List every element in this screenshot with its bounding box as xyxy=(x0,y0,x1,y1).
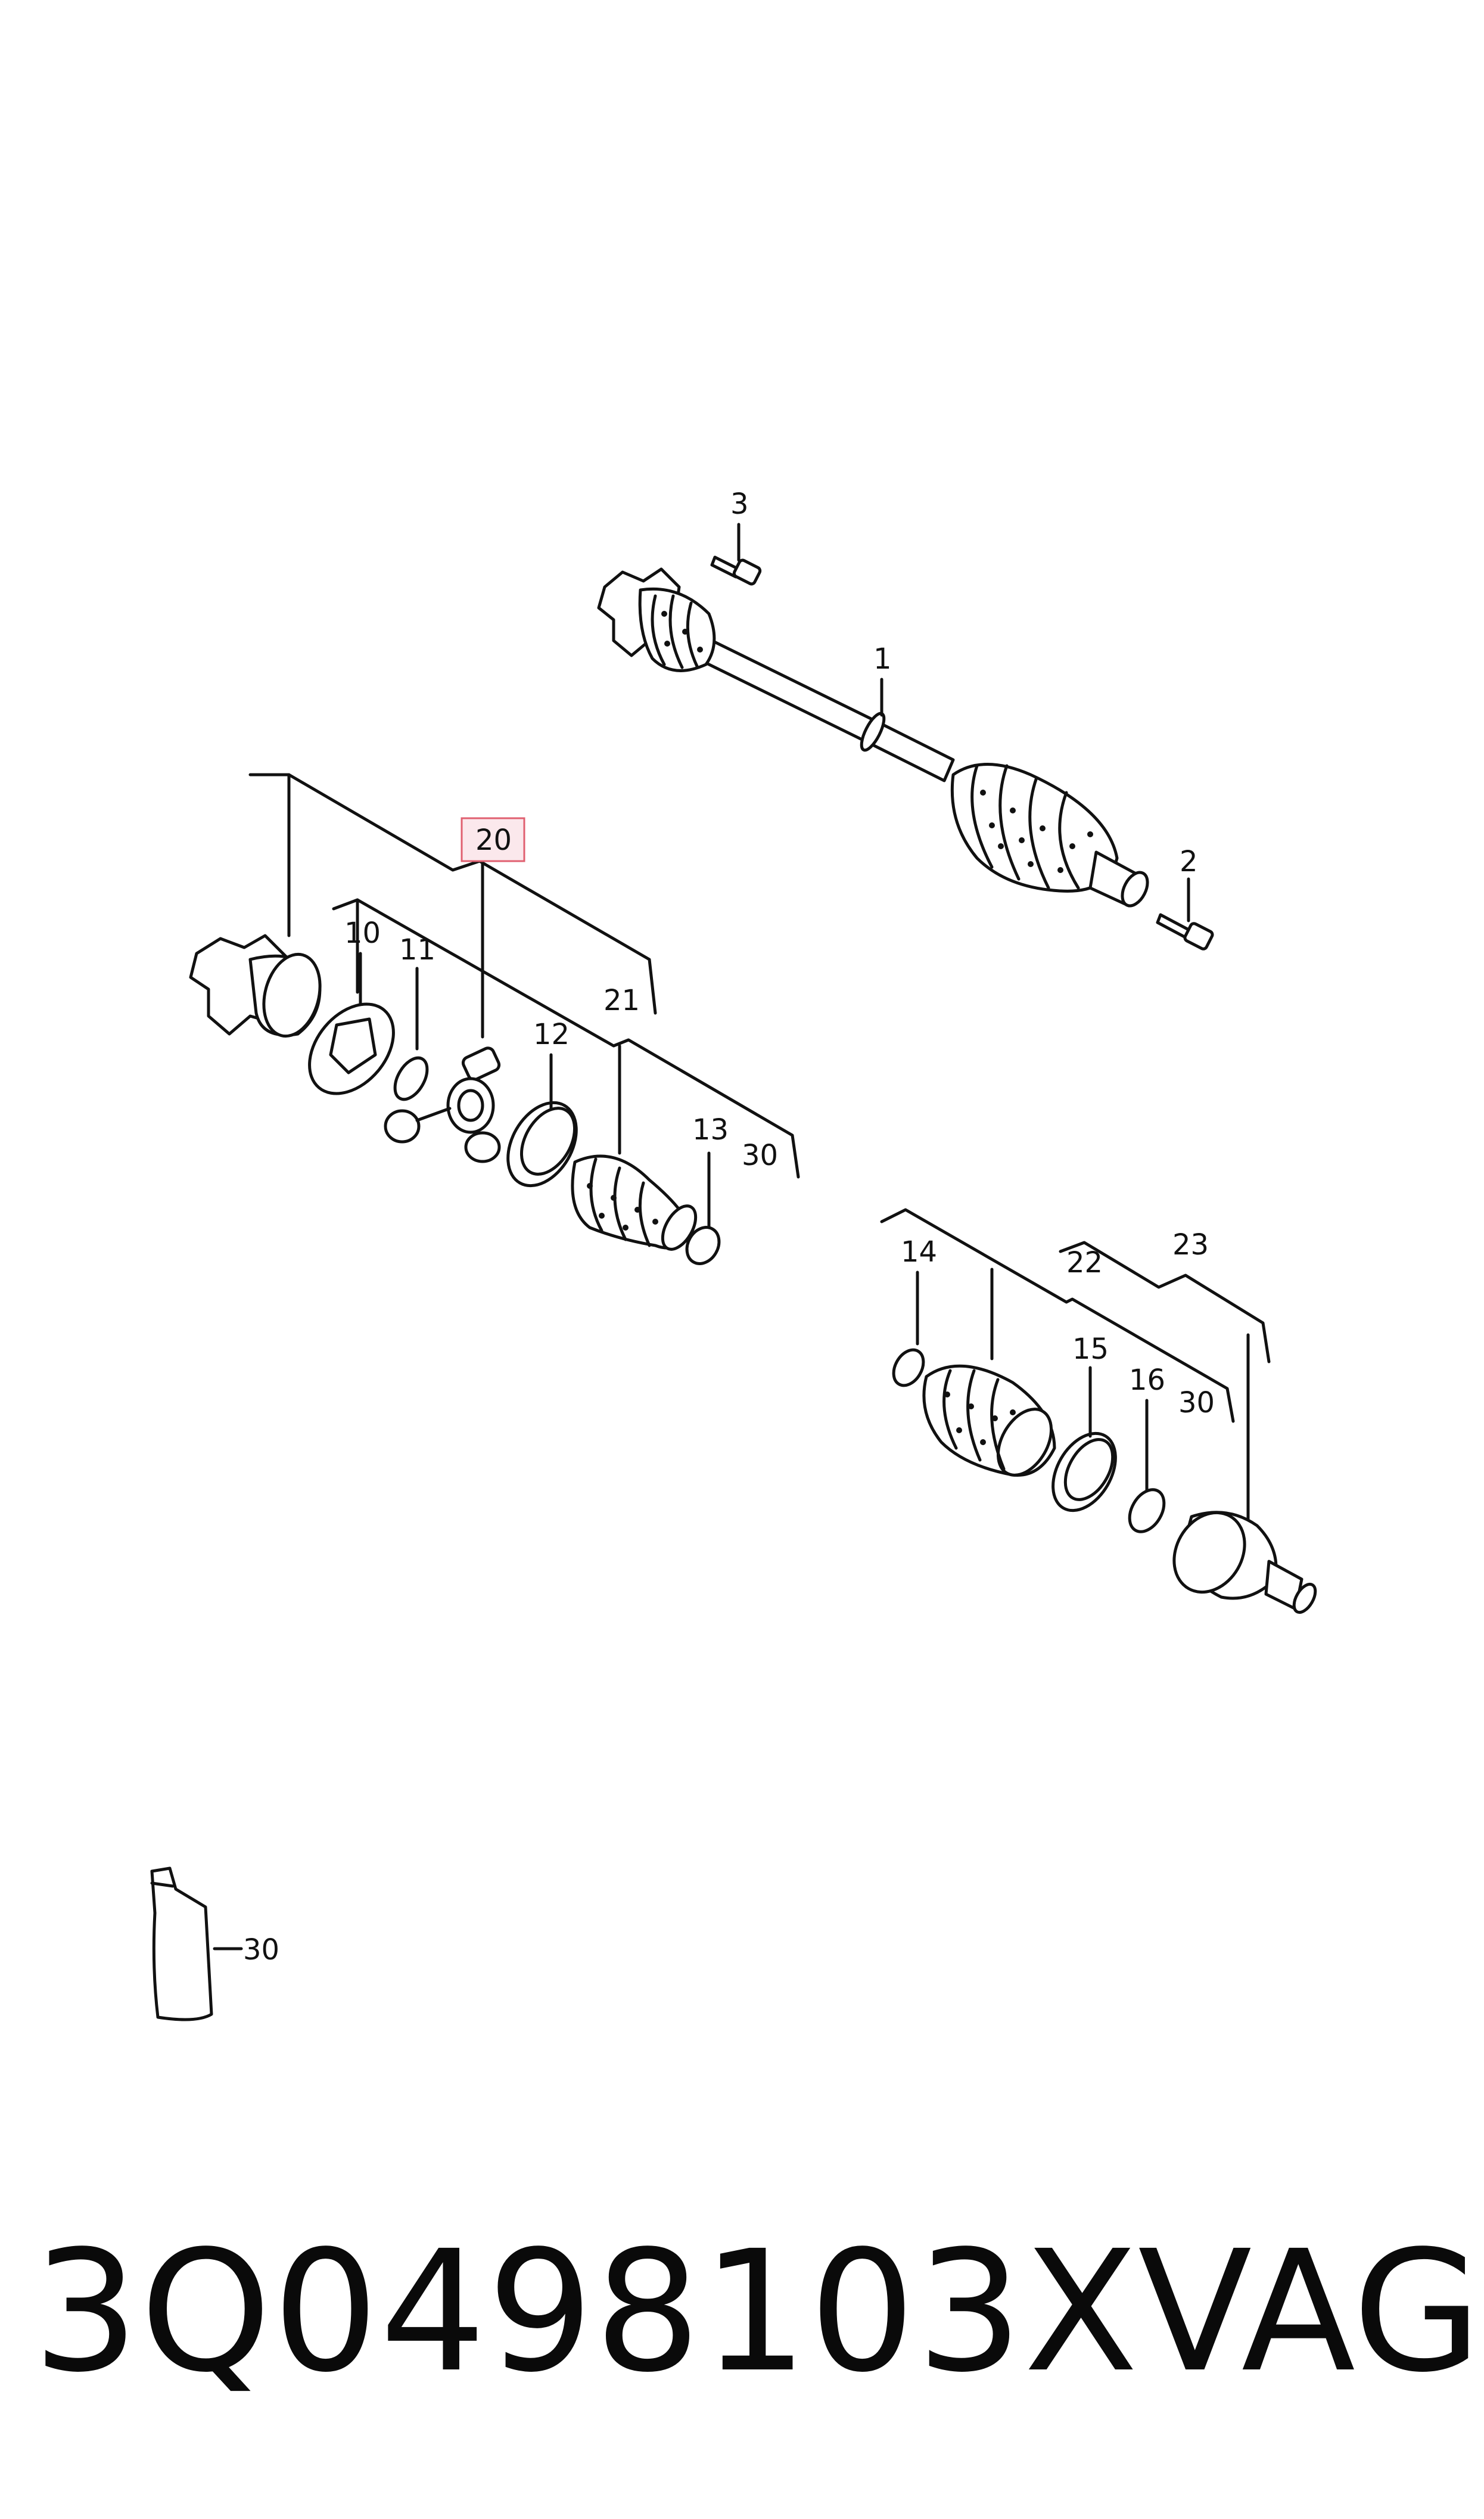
drive-shaft-assembly xyxy=(597,567,1149,908)
clamp-12 xyxy=(506,1101,578,1188)
clamp-14 xyxy=(892,1348,925,1387)
callout-11: 11 xyxy=(399,933,435,967)
callout-30a: 30 xyxy=(742,1139,778,1172)
callout-2: 2 xyxy=(1180,845,1198,878)
outer-boot xyxy=(922,1364,1056,1477)
callout-23: 23 xyxy=(1172,1228,1209,1262)
callout-14: 14 xyxy=(901,1235,937,1269)
boot-21 xyxy=(571,1154,698,1251)
callout-30b: 30 xyxy=(1178,1386,1215,1420)
joint-housing xyxy=(189,934,322,1038)
callout-10: 10 xyxy=(344,917,381,950)
tripod-10 xyxy=(308,1002,395,1095)
callout-20-highlight xyxy=(461,817,525,862)
clamp-15 xyxy=(1051,1431,1117,1512)
callout-16: 16 xyxy=(1129,1363,1165,1397)
callout-12: 12 xyxy=(533,1018,570,1051)
callout-30c: 30 xyxy=(243,1933,279,1967)
brand-name: VAG xyxy=(1138,2215,1482,2409)
circlip-11 xyxy=(393,1056,429,1101)
callout-20: 20 xyxy=(475,824,512,857)
grease-tube-30 xyxy=(150,1866,213,2021)
callout-15: 15 xyxy=(1072,1333,1109,1366)
bolt-2 xyxy=(1156,913,1214,951)
callout-13: 13 xyxy=(692,1113,729,1147)
clamp-13 xyxy=(685,1226,721,1265)
part-number: 3Q0498103X xyxy=(33,2215,1140,2409)
callout-21: 21 xyxy=(603,984,640,1017)
callout-1: 1 xyxy=(873,642,892,676)
callout-3: 3 xyxy=(730,487,749,521)
circlip-16 xyxy=(1128,1488,1166,1533)
footer: 3Q0498103X VAG xyxy=(33,2215,1482,2409)
roller-kit-20 xyxy=(384,1046,501,1163)
bolt-3 xyxy=(710,555,762,586)
outer-joint-23 xyxy=(1172,1511,1317,1614)
